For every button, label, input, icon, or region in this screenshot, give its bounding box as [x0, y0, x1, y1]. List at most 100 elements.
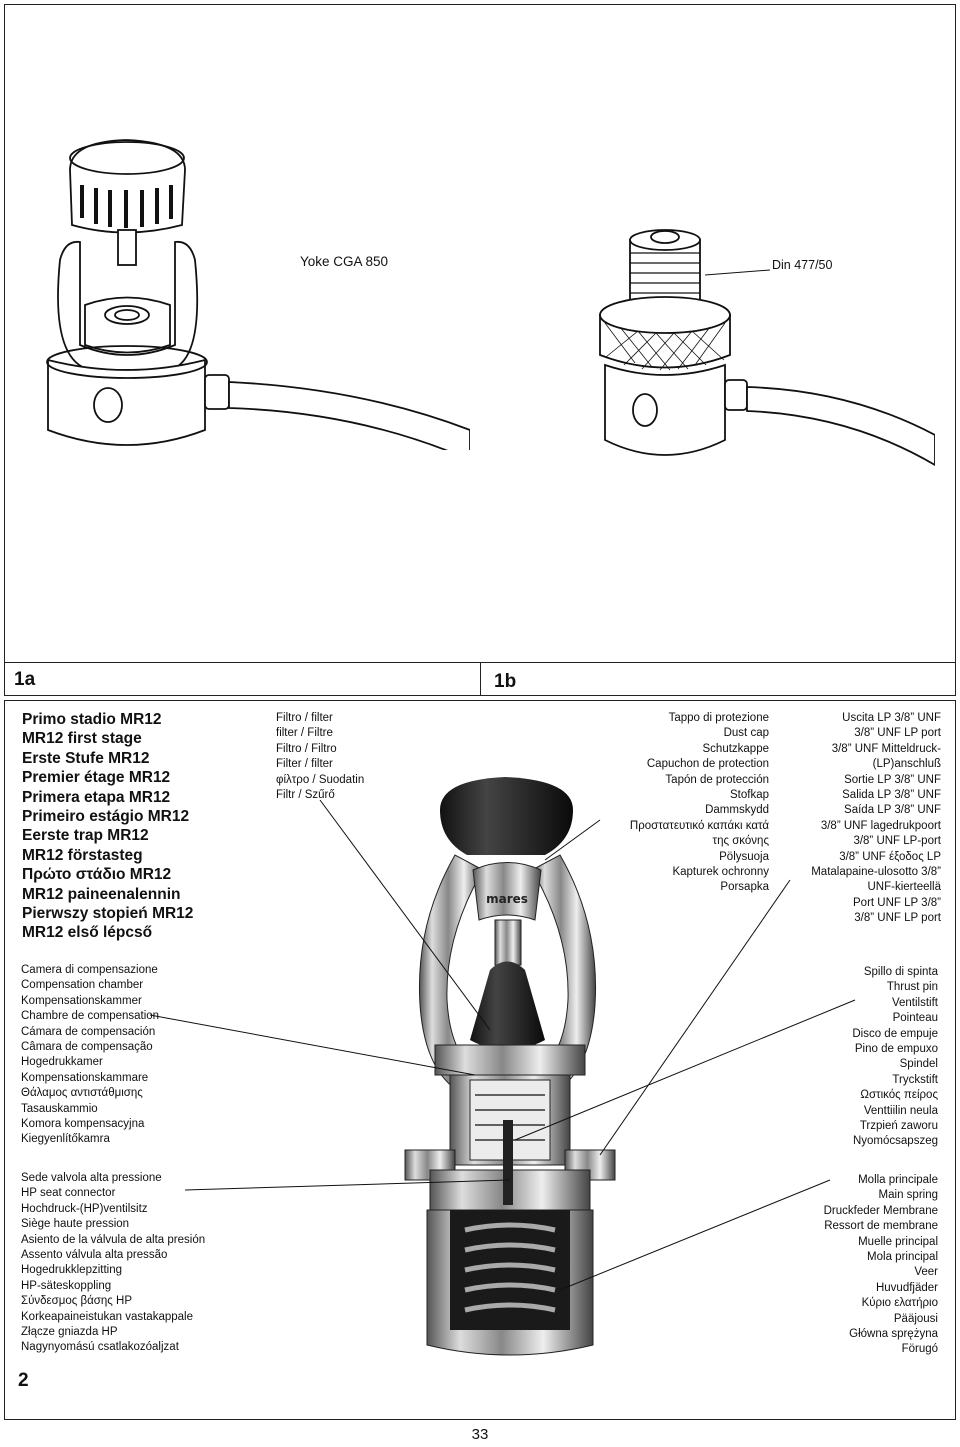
dustcap-line: Schutzkappe — [702, 742, 770, 755]
thrustpin-line: Thrust pin — [886, 981, 938, 994]
hpseat-line: Siège haute pression — [21, 1218, 130, 1231]
label-lp-port: Uscita LP 3/8” UNF 3/8” UNF LP port 3/8”… — [811, 711, 941, 927]
spring-line: Pääjousi — [893, 1312, 938, 1325]
filter-line: Filtro / Filtro — [276, 742, 337, 755]
page-number: 33 — [471, 1426, 489, 1443]
yoke-regulator-illustration — [46, 139, 470, 450]
dustcap-line: Stofkap — [730, 789, 769, 802]
spring-line: Veer — [914, 1266, 938, 1279]
label-compensation-chamber: Camera di compensazione Compensation cha… — [21, 963, 159, 1148]
spring-line: Druckfeder Membrane — [823, 1204, 938, 1217]
filter-line: filter / Filtre — [276, 727, 333, 740]
panel-label-1a: 1a — [14, 669, 36, 690]
thrustpin-line: Pino de empuxo — [854, 1043, 938, 1056]
figure-1-divider — [480, 662, 481, 696]
spring-line: Główna sprężyna — [849, 1328, 938, 1341]
title-line: MR12 első lépcső — [22, 924, 153, 942]
mr12-cutaway-illustration: mares — [404, 777, 616, 1356]
title-line: MR12 paineenalennin — [22, 885, 181, 903]
compensation-line: Θάλαμος αντιστάθμισης — [21, 1087, 143, 1100]
spring-line: Huvudfjäder — [875, 1281, 938, 1294]
hpseat-line: Σύνδεσμος βάσης HP — [21, 1295, 133, 1308]
label-filter: Filtro / filter filter / Filtre Filtro /… — [276, 711, 364, 803]
figure-2-frame — [4, 700, 956, 1420]
lpport-line: Uscita LP 3/8” UNF — [842, 712, 941, 724]
compensation-line: Kompensationskammer — [21, 994, 142, 1007]
title-line: Primeiro estágio MR12 — [22, 808, 190, 826]
title-line: Pierwszy stopień MR12 — [22, 905, 194, 923]
filter-line: φίλτρο / Suodatin — [276, 773, 365, 786]
thrustpin-line: Nyomócsapszeg — [852, 1135, 938, 1148]
hpseat-line: Złącze gniazda HP — [21, 1326, 118, 1339]
hpseat-line: Nagynyomású csatlakozóaljzat — [21, 1341, 179, 1354]
spring-line: Mola principal — [867, 1251, 938, 1264]
lpport-line: 3/8” UNF Mitteldruck- — [831, 742, 941, 755]
dustcap-line: Porsapka — [720, 881, 769, 894]
lpport-line: Port UNF LP 3/8” — [853, 896, 941, 909]
thrustpin-line: Ωστικός πείρος — [860, 1089, 938, 1102]
callout-yoke-cga-850: Yoke CGA 850 — [300, 254, 389, 269]
dustcap-line: Pölysuoja — [719, 850, 769, 863]
dustcap-line: της σκόνης — [712, 835, 769, 848]
lpport-line: Sortie LP 3/8” UNF — [844, 773, 941, 786]
thrustpin-line: Spillo di spinta — [863, 966, 938, 978]
filter-line: Filtr / Szűrő — [276, 789, 335, 802]
lpport-line: 3/8” UNF έξοδος LP — [839, 850, 941, 863]
dustcap-line: Dammskydd — [705, 804, 769, 817]
spring-line: Main spring — [878, 1189, 938, 1202]
lpport-line: 3/8” UNF LP port — [854, 727, 941, 740]
panel-label-1b: 1b — [494, 671, 517, 692]
title-first-stage-mr12: Primo stadio MR12 MR12 first stage Erste… — [22, 710, 193, 943]
spring-line: Muelle principal — [858, 1235, 938, 1248]
callout-din-477-50: Din 477/50 — [772, 258, 833, 272]
spring-line: Molla principale — [858, 1174, 938, 1186]
thrustpin-line: Venttiilin neula — [863, 1104, 938, 1117]
title-line: Eerste trap MR12 — [22, 827, 149, 845]
thrustpin-line: Trzpień zaworu — [859, 1120, 938, 1133]
lpport-line: 3/8” UNF lagedrukpoort — [820, 819, 941, 832]
lpport-line: 3/8” UNF LP port — [854, 912, 941, 925]
compensation-line: Cámara de compensación — [21, 1025, 156, 1038]
mares-logo: mares — [486, 892, 528, 906]
lpport-line: Salida LP 3/8” UNF — [842, 789, 941, 802]
spring-line: Ressort de membrane — [824, 1220, 938, 1233]
dustcap-line: Dust cap — [723, 727, 769, 740]
hpseat-line: Hogedrukklepzitting — [21, 1264, 123, 1277]
hpseat-line: Hochdruck-(HP)ventilsitz — [21, 1202, 148, 1215]
lpport-line: (LP)anschluß — [872, 758, 941, 771]
thrustpin-line: Pointeau — [892, 1012, 938, 1025]
lpport-line: 3/8” UNF LP-port — [853, 835, 941, 848]
compensation-line: Camera di compensazione — [21, 964, 158, 976]
filter-line: Filter / filter — [276, 758, 333, 771]
compensation-line: Chambre de compensation — [21, 1010, 160, 1023]
thrustpin-line: Ventilstift — [891, 996, 938, 1009]
lpport-line: UNF-kierteellä — [867, 881, 942, 894]
lpport-line: Matalapaine-ulosotto 3/8” — [811, 866, 941, 879]
dustcap-line: Tapón de protección — [665, 773, 769, 786]
label-main-spring: Molla principale Main spring Druckfeder … — [824, 1173, 938, 1358]
title-line: Πρώτο στάδιο MR12 — [22, 866, 172, 884]
din-regulator-illustration — [599, 229, 935, 467]
label-hp-seat-connector: Sede valvola alta pressione HP seat conn… — [21, 1171, 205, 1356]
panel-label-2: 2 — [18, 1370, 29, 1391]
hpseat-line: HP-säteskoppling — [21, 1279, 112, 1292]
compensation-line: Hogedrukkamer — [21, 1056, 103, 1069]
dustcap-line: Kapturek ochronny — [672, 866, 769, 879]
thrustpin-line: Disco de empuje — [852, 1027, 938, 1040]
compensation-line: Komora kompensacyjna — [21, 1118, 145, 1131]
compensation-line: Kompensationskammare — [21, 1071, 149, 1084]
label-dust-cap: Tappo di protezione Dust cap Schutzkappe… — [630, 711, 769, 896]
thrustpin-line: Tryckstift — [892, 1073, 938, 1086]
title-line: Primo stadio MR12 — [22, 711, 162, 728]
spring-line: Κύριο ελατήριο — [861, 1297, 938, 1310]
hpseat-line: HP seat connector — [21, 1187, 116, 1200]
lpport-line: Saída LP 3/8” UNF — [844, 804, 941, 817]
compensation-line: Câmara de compensação — [21, 1041, 153, 1054]
hpseat-line: Sede valvola alta pressione — [21, 1172, 162, 1184]
filter-line: Filtro / filter — [276, 712, 333, 724]
dustcap-line: Tappo di protezione — [668, 712, 769, 724]
title-line: Erste Stufe MR12 — [22, 749, 150, 767]
spring-line: Förugó — [901, 1343, 938, 1356]
title-line: Premier étage MR12 — [22, 769, 171, 787]
